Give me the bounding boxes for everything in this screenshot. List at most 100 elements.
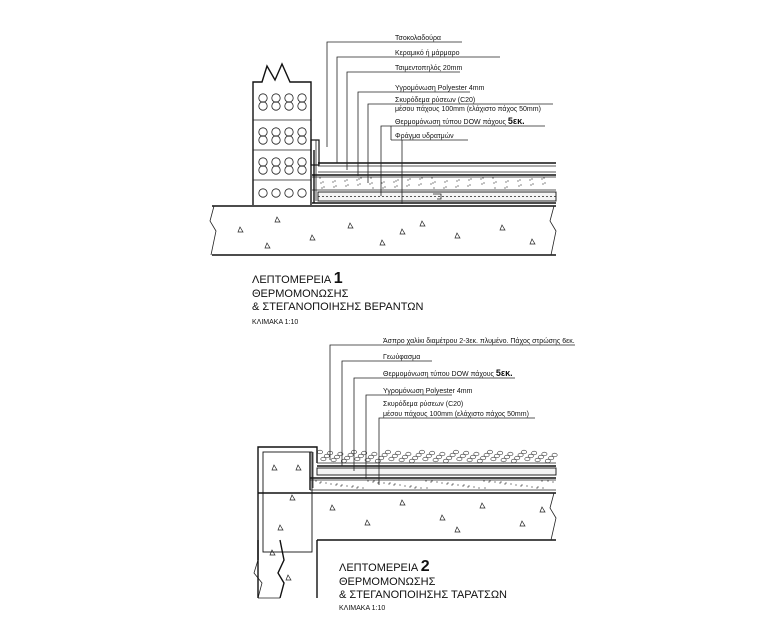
- detail-1: Τσοκολαδούρα Κεραμικό ή μάρμαρο Τσιμεντο…: [209, 34, 557, 326]
- screed-dot: [452, 483, 454, 485]
- aggregate-mark: [295, 464, 302, 471]
- screed-dot: [519, 179, 521, 181]
- gravel-stone: [344, 455, 351, 461]
- screed-dot: [451, 484, 453, 486]
- gravel-stone: [395, 450, 402, 456]
- screed-dot: [481, 183, 483, 185]
- aggregate-mark: [285, 574, 292, 581]
- screed-dot: [344, 180, 346, 182]
- aggregate-mark: [309, 234, 316, 241]
- gravel-stone: [551, 452, 558, 458]
- screed-dot: [414, 487, 416, 489]
- brick-hole: [284, 188, 294, 198]
- gravel-stone: [500, 457, 507, 463]
- screed-dot: [367, 480, 369, 482]
- screed-dot: [388, 483, 390, 485]
- concrete-slab: [209, 205, 557, 256]
- aggregate-mark: [454, 232, 461, 239]
- gravel-stone: [419, 449, 425, 455]
- screed-dot: [541, 480, 543, 482]
- detail-2-title: ΛΕΠΤΟΜΕΡΕΙΑ 2: [339, 558, 430, 575]
- label-choco-skirting: Τσοκολαδούρα: [395, 34, 441, 42]
- brick-hole: [258, 165, 268, 175]
- gravel-stone: [347, 452, 354, 458]
- screed-dot: [322, 181, 324, 183]
- screed-dot: [340, 485, 342, 487]
- screed-dot: [335, 484, 337, 486]
- leader-lines-2: [329, 344, 575, 485]
- gravel-stone: [463, 450, 470, 456]
- aggregate-mark: [439, 514, 446, 521]
- screed-dot: [518, 185, 520, 187]
- brick-wall: [252, 62, 312, 205]
- screed-dot: [446, 483, 448, 485]
- label-vapour-barrier: Φράγμα υδρατμών: [395, 132, 454, 140]
- brick-hole: [297, 101, 307, 111]
- aggregate-mark: [419, 220, 426, 227]
- gravel-stone: [432, 457, 439, 463]
- screed-dot: [483, 480, 485, 482]
- brick-hole: [297, 135, 307, 145]
- screed-dot: [542, 183, 544, 185]
- screed-dot: [482, 177, 484, 179]
- screed-dot: [542, 487, 544, 489]
- gravel-stone: [470, 454, 476, 460]
- screed-dot: [356, 179, 358, 181]
- screed-dot: [372, 481, 374, 483]
- aggregate-mark: [329, 504, 336, 511]
- screed-dot: [529, 179, 531, 181]
- brick-hole: [258, 93, 268, 103]
- screed-dot: [426, 487, 428, 489]
- screed-dot: [393, 484, 395, 486]
- screed-dot: [394, 186, 396, 188]
- detail-1-subtitle-2: & ΣΤΕΓΑΝΟΠΟΙΗΣΗΣ ΒΕΡΑΝΤΩΝ: [252, 301, 423, 313]
- brick-hole: [271, 165, 281, 175]
- brick-hole: [271, 135, 281, 145]
- roof-slab: [258, 492, 557, 541]
- screed-dot: [432, 182, 434, 184]
- screed-dot: [430, 481, 432, 483]
- screed-dot: [467, 486, 469, 488]
- gravel-stone: [459, 453, 466, 459]
- screed-dot: [383, 482, 385, 484]
- label-tile-marble: Κεραμικό ή μάρμαρο: [395, 49, 460, 57]
- screed-dot: [446, 180, 448, 182]
- screed-dot: [444, 181, 446, 183]
- screed-dot: [373, 480, 375, 482]
- screed-dot: [377, 482, 379, 484]
- leader-lines: [326, 41, 553, 204]
- screed-dot: [333, 186, 335, 188]
- screed-dot: [456, 180, 458, 182]
- screed-dot: [504, 187, 506, 189]
- gravel-stone: [524, 456, 531, 462]
- screed-dot: [371, 182, 373, 184]
- screed-dot: [492, 177, 494, 179]
- aggregate-mark: [499, 224, 506, 231]
- brick-hole: [297, 127, 307, 137]
- screed-dot: [418, 184, 420, 186]
- screed-dot: [330, 483, 332, 485]
- screed-dot: [505, 181, 507, 183]
- aggregate-mark: [479, 502, 486, 509]
- screed-dot: [323, 186, 325, 188]
- label-geotextile: Γεωύφασμα: [383, 353, 420, 361]
- screed-dot: [441, 482, 443, 484]
- aggregate-mark: [454, 526, 461, 533]
- screed-dot: [408, 184, 410, 186]
- aggregate-mark: [271, 464, 278, 471]
- screed-dot: [543, 177, 545, 179]
- gravel-stone: [361, 450, 368, 456]
- screed-dot: [319, 177, 321, 179]
- gravel-stone: [456, 456, 463, 462]
- screed-dot: [320, 481, 322, 483]
- aggregate-mark: [289, 494, 296, 501]
- gravel-stone: [381, 452, 388, 458]
- screed-dot: [421, 177, 423, 179]
- screed-dot: [468, 179, 470, 181]
- screed-dot: [547, 480, 549, 482]
- screed-dot: [407, 179, 409, 181]
- screed-dot: [484, 487, 486, 489]
- screed-dot: [470, 178, 472, 180]
- screed-dot: [532, 183, 534, 185]
